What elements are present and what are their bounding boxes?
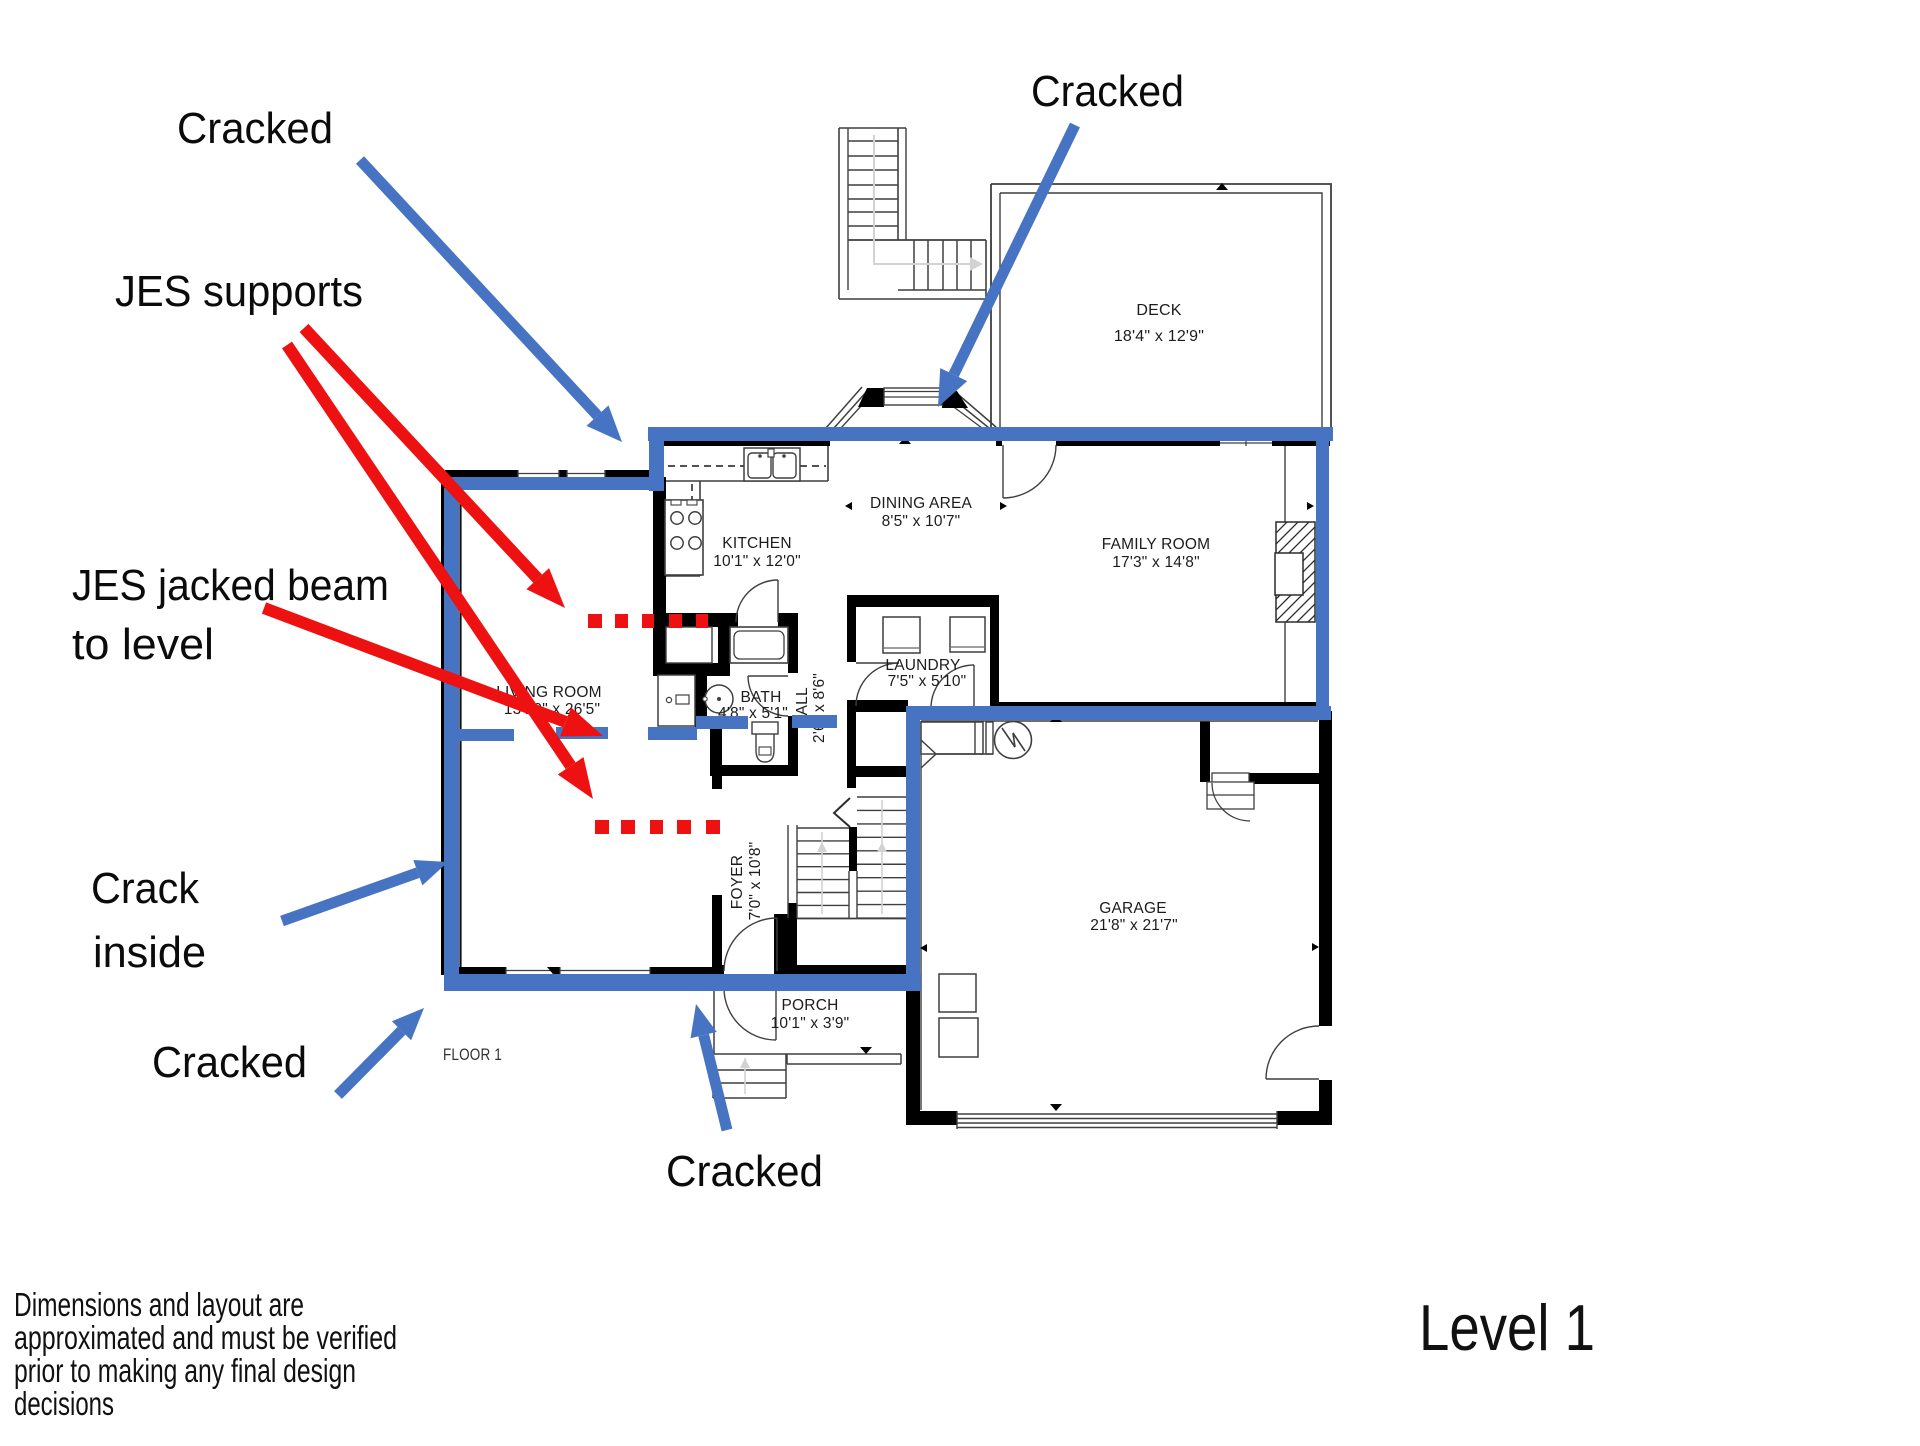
svg-text:Cracked: Cracked [152, 1038, 307, 1087]
svg-text:DECK: DECK [1136, 302, 1181, 319]
svg-text:FOYER: FOYER [729, 855, 746, 909]
svg-text:7'5" x 5'10": 7'5" x 5'10" [888, 673, 967, 690]
svg-text:7'0" x 10'8": 7'0" x 10'8" [747, 842, 764, 921]
svg-text:decisions: decisions [14, 1385, 114, 1422]
svg-text:JES supports: JES supports [115, 267, 363, 316]
svg-text:10'1" x 3'9": 10'1" x 3'9" [771, 1015, 850, 1032]
svg-text:LAUNDRY: LAUNDRY [885, 657, 960, 674]
svg-text:Crack: Crack [91, 864, 200, 913]
svg-text:18'4" x 12'9": 18'4" x 12'9" [1114, 328, 1204, 345]
svg-text:10'1" x 12'0": 10'1" x 12'0" [713, 553, 801, 570]
svg-text:JES jacked beam: JES jacked beam [72, 561, 389, 610]
svg-text:GARAGE: GARAGE [1099, 900, 1167, 917]
svg-text:approximated and must be verif: approximated and must be verified [14, 1319, 397, 1356]
svg-text:21'8" x 21'7": 21'8" x 21'7" [1090, 917, 1178, 934]
svg-text:Level 1: Level 1 [1419, 1291, 1595, 1364]
svg-text:inside: inside [93, 928, 206, 977]
svg-text:KITCHEN: KITCHEN [722, 535, 791, 552]
svg-text:FLOOR 1: FLOOR 1 [443, 1046, 502, 1064]
svg-text:to level: to level [72, 620, 214, 669]
svg-text:DINING AREA: DINING AREA [870, 495, 973, 512]
svg-text:2'6" x 8'6": 2'6" x 8'6" [811, 673, 828, 743]
svg-text:17'3" x 14'8": 17'3" x 14'8" [1112, 554, 1200, 571]
svg-text:BATH: BATH [741, 689, 782, 706]
svg-text:PORCH: PORCH [782, 997, 839, 1014]
svg-text:FAMILY ROOM: FAMILY ROOM [1102, 536, 1210, 553]
svg-text:8'5" x 10'7": 8'5" x 10'7" [882, 513, 961, 530]
svg-text:Cracked: Cracked [666, 1147, 823, 1196]
svg-text:Cracked: Cracked [177, 104, 333, 153]
svg-text:prior to making any final desi: prior to making any final design [14, 1352, 356, 1389]
svg-text:Cracked: Cracked [1031, 67, 1184, 116]
svg-text:Dimensions and layout are: Dimensions and layout are [14, 1286, 304, 1323]
